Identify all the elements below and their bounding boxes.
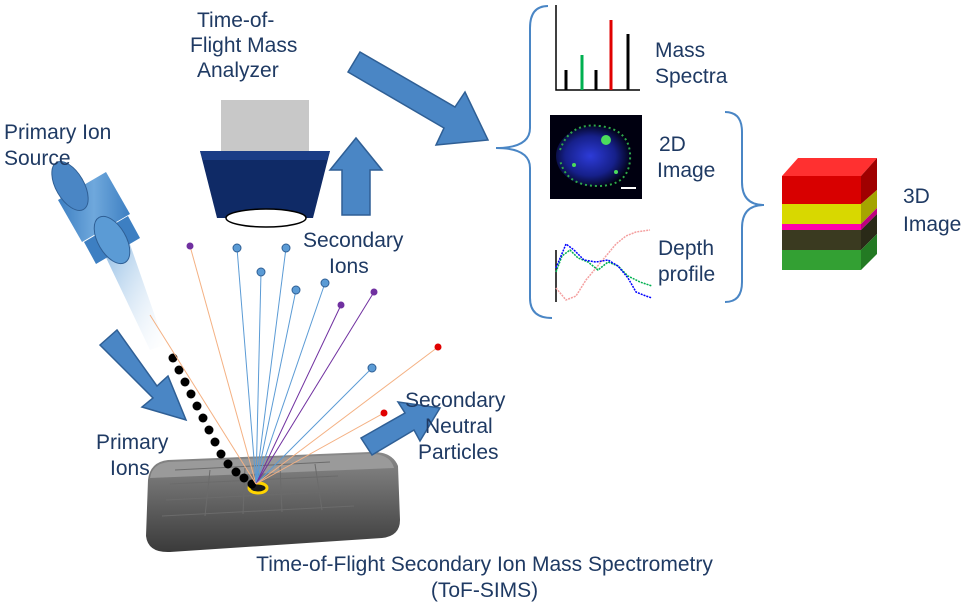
positive-ion [281,243,291,253]
primary-ions-label-line2: Ions [110,457,150,480]
primary-ion-source [51,161,165,350]
secondary-trajectories [149,245,439,485]
secondary-ions-up-arrow [328,136,384,216]
negative-ion [337,301,345,309]
neutral-label-line3: Particles [418,441,499,464]
tof-analyzer [200,100,330,228]
secondary-ions [186,242,442,417]
secondary-ions-label-line2: Ions [329,255,369,278]
caption-title: Time-of-Flight Secondary Ion Mass Spectr… [256,553,713,576]
neutral-particles-arrow [359,401,442,457]
image-2d-label-line1: 2D [659,133,686,156]
results-brace [495,5,553,319]
negative-ion [370,288,378,296]
image-3d-icon [782,158,877,270]
primary-source-label-line2: Source [4,147,71,170]
depth-profile-icon [555,229,653,302]
positive-ion [291,285,301,295]
mass-spectra-label-line2: Spectra [655,65,728,88]
depth-profile-label-line1: Depth [658,237,715,260]
mass-spectra-label-line1: Mass [655,39,706,62]
image-2d-icon [550,115,642,199]
image-3d-label-line2: Image [903,213,962,236]
mass-spectrum-icon [555,5,640,91]
image-3d-label-line1: 3D [903,185,930,208]
positive-ion [320,278,330,288]
neutral-label-line2: Neutral [425,415,493,438]
image-2d-label-line2: Image [657,159,716,182]
image-brace [724,111,765,303]
analyzer-aperture [225,208,307,228]
neutral-particle [434,343,442,351]
neutral-label-line1: Secondary [405,389,506,412]
tof-label-line2: Flight Mass [190,34,298,57]
primary-source-label-line1: Primary Ion [4,121,112,144]
positive-ion [256,267,266,277]
primary-ions-label-line1: Primary [96,431,169,454]
caption-acronym: (ToF-SIMS) [430,579,539,602]
tof-label-line1: Time-of- [197,9,275,32]
tof-label-line3: Analyzer [197,59,279,82]
positive-ion [232,243,242,253]
neutral-particle [380,409,388,417]
primary-ions-arrow [98,328,188,422]
negative-ion [186,242,194,250]
positive-ion [367,363,377,373]
secondary-ions-label-line1: Secondary [303,229,404,252]
analyzer-to-data-arrow [346,50,490,146]
depth-profile-label-line2: profile [658,263,716,286]
